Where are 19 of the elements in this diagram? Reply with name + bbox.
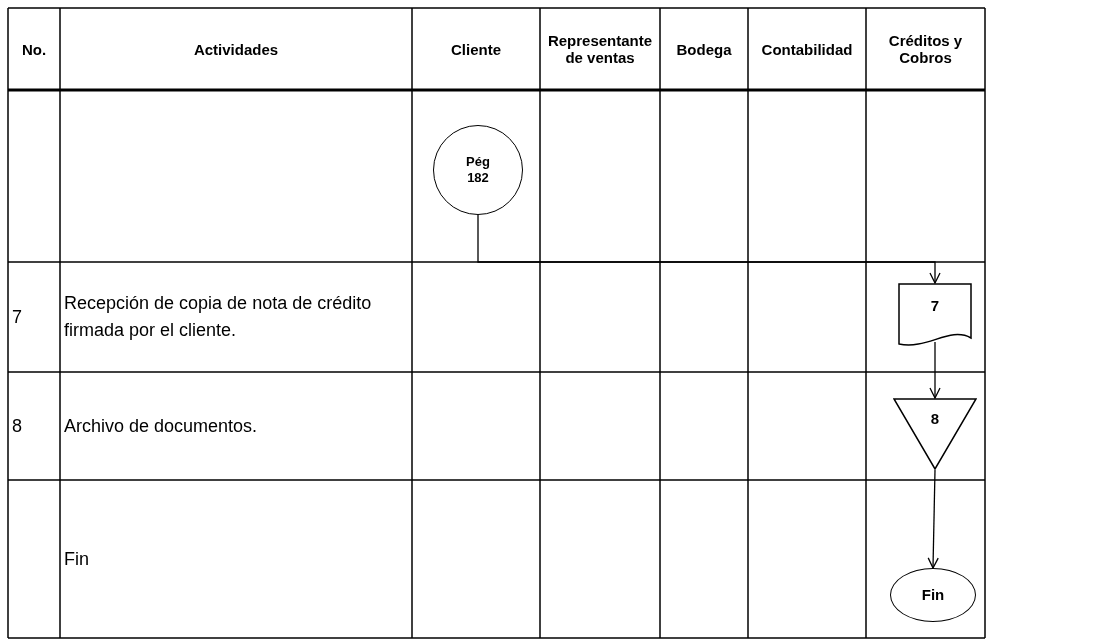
arrow [477,214,941,284]
arrow [927,469,939,569]
connector-circle: Pég 182 [433,125,523,215]
terminator-oval: Fin [890,568,976,622]
column-header: Cliente [451,40,501,58]
activity-text: Recepción de copia de nota de crédito firmada por el cliente. [64,292,373,342]
column-header: Representante de ventas [546,32,654,66]
column-header: Créditos y Cobros [887,32,964,66]
activity-text: Fin [64,547,89,571]
step-number: 8 [12,414,22,438]
document-symbol: 7 [898,283,972,348]
column-header: Contabilidad [761,40,853,58]
arrow [929,341,941,399]
archive-triangle: 8 [893,398,977,470]
column-header: Bodega [676,40,732,58]
step-number: 7 [12,305,22,329]
column-header: Actividades [193,40,279,58]
activity-text: Archivo de documentos. [64,414,258,438]
column-header: No. [21,40,47,58]
